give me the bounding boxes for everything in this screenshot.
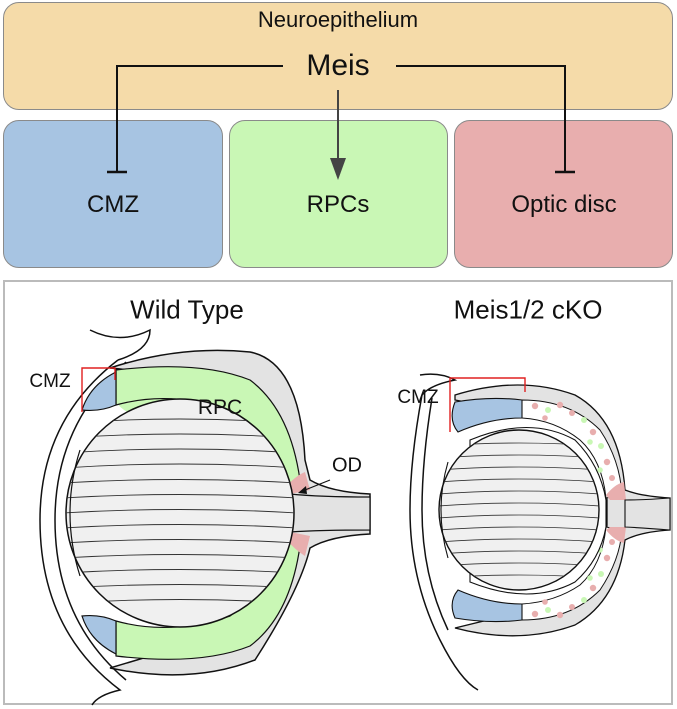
optic-disc-inhibition-line (396, 65, 566, 172)
optic-disc-target-label: Optic disc (511, 191, 617, 218)
eye-comparison-panel (3, 280, 673, 705)
cko-optic-nerve (624, 497, 671, 531)
wild-type-eye (39, 328, 371, 706)
wt-od-label: OD (332, 454, 362, 477)
wt-optic-nerve (289, 493, 371, 533)
optic-disc-box (454, 120, 673, 268)
wt-lens (65, 398, 295, 628)
cko-optic-disc-upper (606, 482, 626, 500)
rpcs-target-label: RPCs (306, 191, 370, 218)
wt-cmz-bracket (81, 367, 116, 412)
wt-rpc-label: RPC (197, 396, 243, 419)
cko-cell-dots (531, 401, 615, 619)
cko-cmz-label: CMZ (397, 387, 439, 408)
cko-optic-disc-lower (606, 527, 626, 543)
cko-lens (438, 429, 600, 591)
wt-cmz-lower (81, 614, 117, 655)
wt-upper-lid (89, 328, 151, 361)
meis-label: Meis (306, 49, 370, 82)
cko-lens-epithelium (440, 461, 449, 559)
cko-upper-lid (419, 373, 458, 396)
wt-lens-epithelium (69, 449, 81, 577)
mutant-title: Meis1/2 cKO (453, 294, 603, 325)
cko-cmz-upper (451, 397, 523, 433)
cmz-target-label: CMZ (87, 191, 139, 218)
cko-cmz-bracket (449, 377, 526, 432)
wt-cmz-label: CMZ (29, 371, 71, 392)
neuroepithelium-label: Neuroepithelium (257, 7, 419, 32)
cmz-inhibition-line (116, 65, 283, 172)
rpcs-arrowhead (330, 158, 346, 180)
wt-cmz-upper (81, 371, 117, 412)
cmz-box (3, 120, 223, 268)
wild-type-title: Wild Type (130, 294, 244, 325)
wt-outer-cornea (39, 359, 122, 706)
cko-inner-cornea (421, 397, 449, 631)
cko-outer-cornea (409, 394, 479, 691)
mutant-eye (409, 373, 671, 691)
cko-cmz-lower (451, 589, 523, 623)
